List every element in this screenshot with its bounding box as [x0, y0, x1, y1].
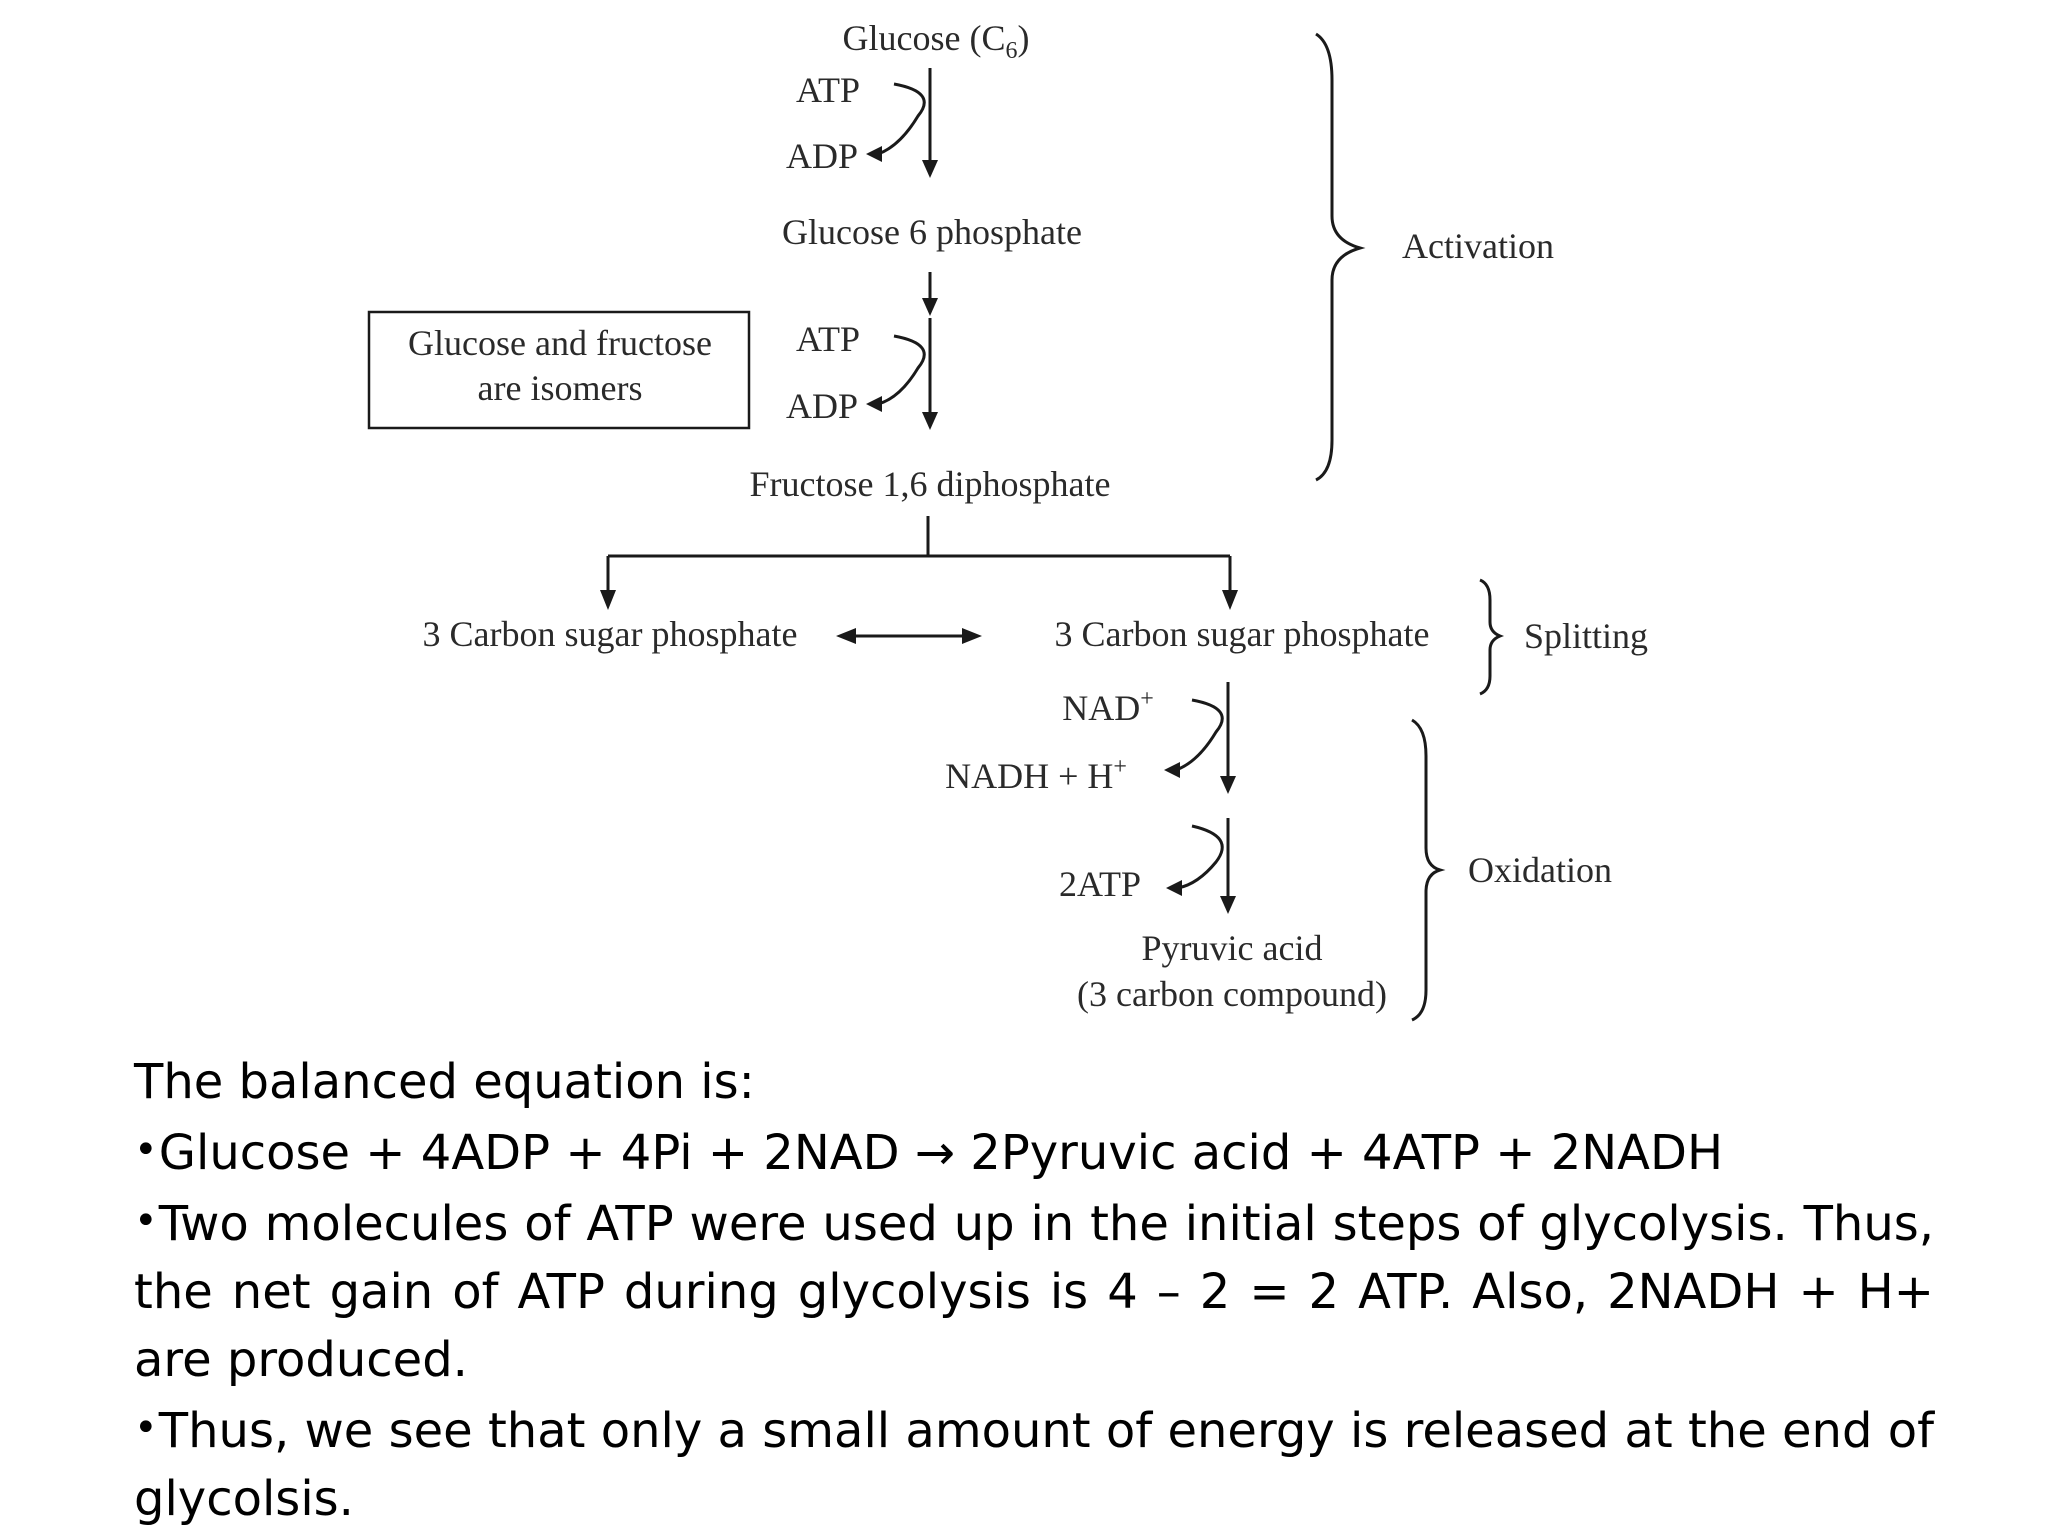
pyruvic-acid-label: Pyruvic acid	[1142, 928, 1323, 968]
carbon-sugar-phosphate-right: 3 Carbon sugar phosphate	[1055, 614, 1430, 654]
stage-splitting-label: Splitting	[1524, 616, 1648, 656]
bullet-text-energy: Thus, we see that only a small amount of…	[134, 1403, 1934, 1527]
glycolysis-diagram: Glucose (C6) ATP ADP Glucose 6 phosphate…	[367, 18, 1648, 1022]
bullet-marker: •	[134, 1198, 158, 1244]
oxidation-brace	[1411, 718, 1446, 1022]
notes-bullet-net-gain: •Two molecules of ATP were used up in th…	[134, 1187, 1934, 1394]
fructose-diphosphate-label: Fructose 1,6 diphosphate	[750, 464, 1111, 504]
notes-bullet-energy: •Thus, we see that only a small amount o…	[134, 1394, 1934, 1533]
isomer-double-arrow	[836, 628, 982, 644]
reaction-arrow-2	[866, 272, 938, 430]
reaction-arrow-atp	[1166, 818, 1236, 914]
bullet-text-net-gain: Two molecules of ATP were used up in the…	[134, 1196, 1934, 1388]
carbon-sugar-phosphate-left: 3 Carbon sugar phosphate	[423, 614, 798, 654]
glucose-label: Glucose (C6)	[843, 18, 1030, 64]
isomer-note-box	[367, 310, 751, 430]
activation-brace	[1315, 32, 1366, 482]
equation-notes: The balanced equation is: •Glucose + 4AD…	[134, 1048, 1934, 1533]
bullet-marker: •	[134, 1127, 158, 1173]
reaction-arrow-1	[866, 68, 938, 178]
adp-label-1: ADP	[786, 136, 858, 176]
reaction-arrow-nad	[1164, 682, 1236, 794]
stage-oxidation-label: Oxidation	[1468, 850, 1612, 890]
pyruvic-acid-sublabel: (3 carbon compound)	[1077, 974, 1387, 1014]
glucose-6-phosphate-label: Glucose 6 phosphate	[782, 212, 1082, 252]
splitting-brace	[1479, 578, 1505, 696]
stage-activation-label: Activation	[1402, 226, 1554, 266]
bullet-text-equation: Glucose + 4ADP + 4Pi + 2NAD → 2Pyruvic a…	[158, 1125, 1724, 1181]
notes-bullet-equation: •Glucose + 4ADP + 4Pi + 2NAD → 2Pyruvic …	[134, 1116, 1934, 1187]
split-connector	[600, 516, 1238, 610]
notes-intro: The balanced equation is:	[134, 1054, 755, 1110]
atp-label-1: ATP	[796, 70, 860, 110]
isomer-note-line-2: are isomers	[478, 368, 643, 408]
atp-label-2: ATP	[796, 319, 860, 359]
two-atp-label: 2ATP	[1059, 864, 1141, 904]
nadh-label: NADH + H+	[945, 754, 1127, 796]
nad-label: NAD+	[1062, 686, 1154, 728]
bullet-marker: •	[134, 1405, 158, 1451]
isomer-note-line-1: Glucose and fructose	[408, 323, 712, 363]
adp-label-2: ADP	[786, 386, 858, 426]
